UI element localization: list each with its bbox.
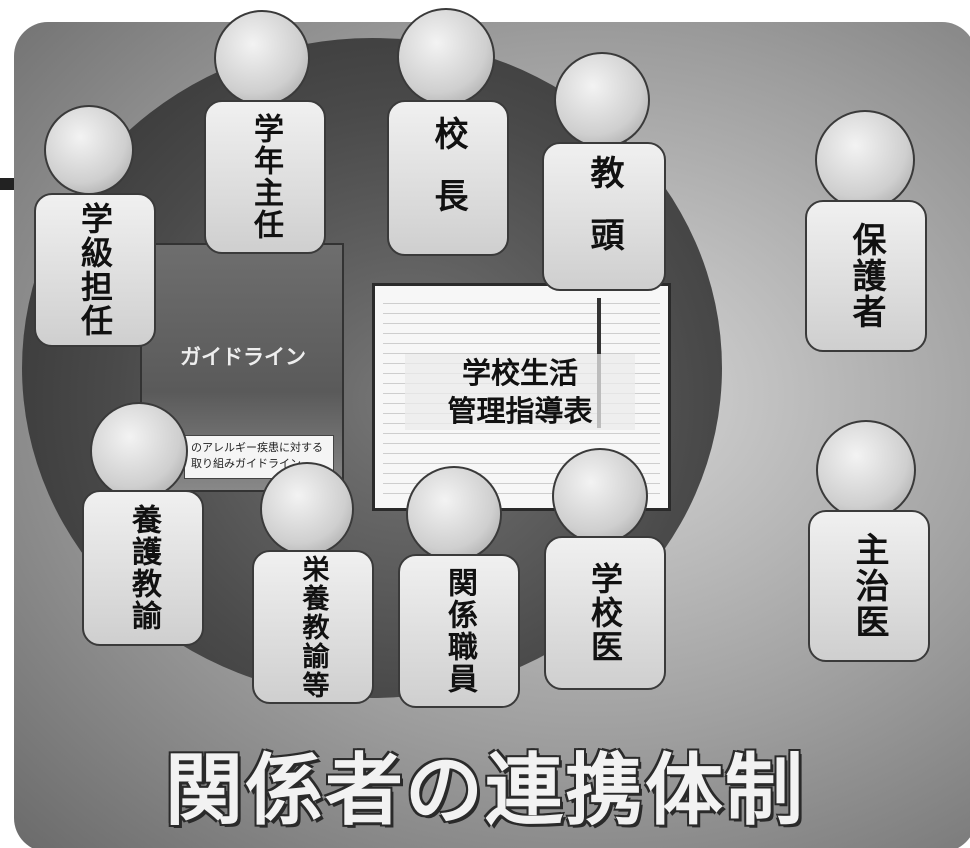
person-head-icon [552,448,648,544]
diagram-caption: 関係者の連携体制 [164,746,805,836]
role-label: 主治医 [849,532,889,640]
form-title: 学校生活 管理指導表 [405,354,635,430]
person-body: 栄養教諭等 [252,550,374,704]
person-body: 関係職員 [398,554,520,708]
person-head-icon [397,8,495,106]
guideline-title: ガイドライン [180,345,306,369]
role-label: 学校医 [586,562,624,664]
role-label: 学級担任 [76,202,114,338]
role-label: 関係職員 [442,567,477,695]
figure-school-nurse: 養護教諭 [80,402,210,647]
person-head-icon [554,52,650,148]
role-label: 教頭 [584,154,624,279]
margin-mark [0,178,14,190]
role-label: 学年主任 [248,113,283,241]
figure-class-teacher: 学級担任 [32,105,162,347]
person-head-icon [815,110,915,210]
person-head-icon [90,402,188,500]
person-head-icon [214,10,310,106]
person-body: 校長 [387,100,509,256]
role-label: 養護教諭 [126,504,161,632]
management-form-card: 学校生活 管理指導表 [372,283,671,511]
person-head-icon [816,420,916,520]
person-head-icon [260,462,354,556]
figure-grade-head: 学年主任 [200,10,330,254]
person-body: 教頭 [542,142,666,291]
person-body: 学年主任 [204,100,326,254]
guideline-card: ガイドライン のアレルギー疾患に対する 取り組みガイドライン [140,243,344,492]
figure-family-doctor: 主治医 [808,420,938,662]
person-body: 学校医 [544,536,666,690]
figure-nutrition-teacher: 栄養教諭等 [250,462,380,707]
figure-school-doctor: 学校医 [544,448,674,693]
role-label: 校長 [428,116,468,240]
person-body: 学級担任 [34,193,156,347]
figure-guardian: 保護者 [805,110,935,352]
person-body: 養護教諭 [82,490,204,646]
form-title-line2: 管理指導表 [447,394,593,428]
person-body: 主治医 [808,510,930,662]
person-head-icon [44,105,134,195]
form-title-line1: 学校生活 [461,356,578,390]
figure-principal: 校長 [385,8,515,258]
figure-vice-principal: 教頭 [540,52,670,292]
role-label: 保護者 [846,222,886,330]
person-body: 保護者 [805,200,927,352]
person-head-icon [406,466,502,562]
role-label: 栄養教諭等 [297,554,329,700]
figure-related-staff: 関係職員 [398,466,528,711]
